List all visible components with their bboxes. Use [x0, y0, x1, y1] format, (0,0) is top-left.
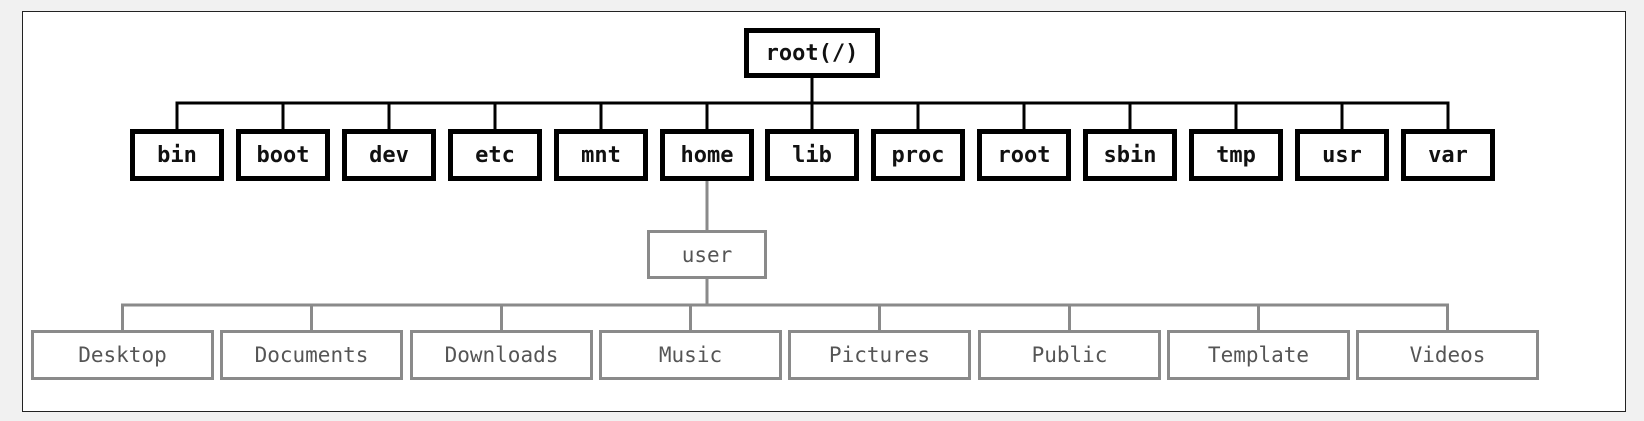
node-subdir-label: Template	[1207, 343, 1310, 367]
node-subdir-label: Documents	[254, 343, 369, 367]
node-dir-label: lib	[792, 142, 832, 168]
node-dir-root: root	[977, 129, 1071, 181]
node-subdir-label: Desktop	[78, 343, 167, 367]
node-dir-usr: usr	[1295, 129, 1389, 181]
node-dir-var: var	[1401, 129, 1495, 181]
node-dir-label: dev	[369, 142, 409, 168]
node-root-label: root(/)	[765, 40, 859, 66]
node-root: root(/)	[744, 28, 880, 78]
node-dir-etc: etc	[448, 129, 542, 181]
node-dir-label: sbin	[1103, 142, 1157, 168]
node-dir-label: root	[997, 142, 1051, 168]
node-dir-label: boot	[256, 142, 310, 168]
node-subdir-documents: Documents	[220, 330, 403, 380]
node-dir-label: bin	[157, 142, 197, 168]
node-subdir-label: Public	[1031, 343, 1108, 367]
node-subdir-label: Pictures	[828, 343, 931, 367]
node-dir-boot: boot	[236, 129, 330, 181]
node-subdir-public: Public	[978, 330, 1161, 380]
node-dir-label: home	[680, 142, 734, 168]
node-user-label: user	[681, 242, 733, 267]
node-dir-label: etc	[475, 142, 515, 168]
node-subdir-music: Music	[599, 330, 782, 380]
node-dir-dev: dev	[342, 129, 436, 181]
node-dir-tmp: tmp	[1189, 129, 1283, 181]
node-subdir-downloads: Downloads	[410, 330, 593, 380]
node-subdir-videos: Videos	[1356, 330, 1539, 380]
node-subdir-label: Videos	[1409, 343, 1486, 367]
node-dir-home: home	[660, 129, 754, 181]
node-dir-bin: bin	[130, 129, 224, 181]
node-subdir-label: Downloads	[444, 343, 559, 367]
node-subdir-pictures: Pictures	[788, 330, 971, 380]
node-dir-sbin: sbin	[1083, 129, 1177, 181]
node-dir-mnt: mnt	[554, 129, 648, 181]
node-dir-label: mnt	[581, 142, 621, 168]
node-dir-proc: proc	[871, 129, 965, 181]
node-dir-lib: lib	[765, 129, 859, 181]
node-dir-label: usr	[1322, 142, 1362, 168]
node-user: user	[647, 230, 767, 279]
node-dir-label: tmp	[1216, 142, 1256, 168]
node-dir-label: var	[1428, 142, 1468, 168]
node-subdir-template: Template	[1167, 330, 1350, 380]
node-subdir-desktop: Desktop	[31, 330, 214, 380]
node-subdir-label: Music	[658, 343, 723, 367]
node-dir-label: proc	[891, 142, 945, 168]
